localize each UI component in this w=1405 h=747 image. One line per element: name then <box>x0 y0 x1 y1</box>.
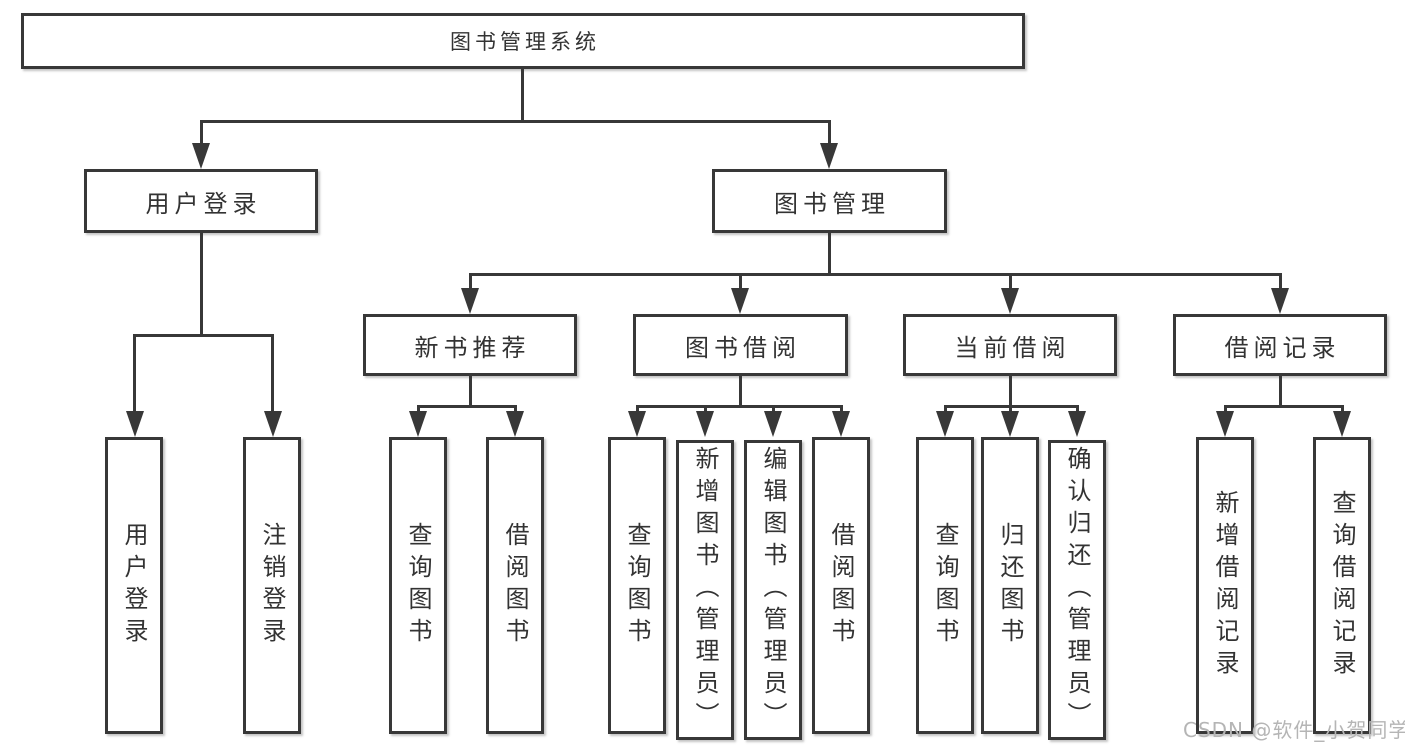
arrowhead <box>1271 288 1289 314</box>
connector-line <box>133 334 274 337</box>
arrowhead <box>764 411 782 437</box>
connector-line <box>521 69 524 122</box>
connector-line <box>200 120 831 123</box>
connector-line <box>514 405 517 413</box>
arrowhead <box>461 288 479 314</box>
connector-line <box>739 376 742 408</box>
leaf-user-login: 用户登录 <box>105 437 163 734</box>
connector-line <box>469 273 472 290</box>
connector-line <box>1076 405 1079 413</box>
connector-line <box>828 120 831 146</box>
arrowhead <box>696 411 714 437</box>
connector-line <box>469 376 472 408</box>
arrowhead <box>1333 411 1351 437</box>
connector-line <box>133 334 136 412</box>
arrowhead <box>1001 411 1019 437</box>
connector-line <box>1009 405 1012 413</box>
node-book-borrow: 图书借阅 <box>633 314 848 376</box>
arrowhead <box>1216 411 1234 437</box>
connector-line <box>1279 376 1282 408</box>
connector-line <box>417 405 420 413</box>
leaf-confirm-return-admin: 确认归还（管理员） <box>1048 440 1106 740</box>
arrowhead <box>409 411 427 437</box>
connector-line <box>200 120 203 146</box>
connector-line <box>636 405 639 413</box>
connector-line <box>1009 273 1012 290</box>
connector-line <box>1224 405 1227 413</box>
node-user-login: 用户登录 <box>84 169 318 233</box>
leaf-borrow-books: 借阅图书 <box>486 437 544 734</box>
arrowhead <box>731 288 749 314</box>
connector-line <box>200 233 203 337</box>
connector-line <box>1009 376 1012 408</box>
connector-line <box>944 405 947 413</box>
leaf-query-books: 查询图书 <box>608 437 666 734</box>
connector-line <box>704 405 707 413</box>
connector-line <box>1279 273 1282 290</box>
arrowhead <box>628 411 646 437</box>
watermark: CSDN @软件_小贺同学 <box>1183 718 1405 742</box>
connector-line <box>469 273 1281 276</box>
connector-line <box>417 405 516 408</box>
connector-line <box>739 273 742 290</box>
connector-line <box>828 233 831 276</box>
arrowhead <box>126 411 144 437</box>
leaf-add-borrow-record: 新增借阅记录 <box>1196 437 1254 734</box>
leaf-query-books: 查询图书 <box>916 437 974 734</box>
leaf-query-borrow-record: 查询借阅记录 <box>1313 437 1371 734</box>
arrowhead <box>192 143 210 169</box>
arrowhead <box>936 411 954 437</box>
leaf-add-book-admin: 新增图书（管理员） <box>676 440 734 740</box>
arrowhead <box>264 411 282 437</box>
leaf-edit-book-admin: 编辑图书（管理员） <box>744 440 802 740</box>
node-new-book-recommend: 新书推荐 <box>363 314 577 376</box>
leaf-query-books: 查询图书 <box>389 437 447 734</box>
arrowhead <box>1001 288 1019 314</box>
connector-line <box>1224 405 1343 408</box>
leaf-borrow-books: 借阅图书 <box>812 437 870 734</box>
arrowhead <box>1068 411 1086 437</box>
connector-line <box>271 334 274 412</box>
connector-line <box>772 405 775 413</box>
arrowhead <box>832 411 850 437</box>
connector-line <box>1341 405 1344 413</box>
connector-line <box>840 405 843 413</box>
arrowhead <box>506 411 524 437</box>
node-root: 图书管理系统 <box>21 13 1025 69</box>
node-book-management: 图书管理 <box>712 169 947 233</box>
arrowhead <box>820 143 838 169</box>
leaf-return-books: 归还图书 <box>981 437 1039 734</box>
node-current-borrow: 当前借阅 <box>903 314 1117 376</box>
node-borrow-records: 借阅记录 <box>1173 314 1387 376</box>
connector-line <box>636 405 842 408</box>
leaf-logout: 注销登录 <box>243 437 301 734</box>
